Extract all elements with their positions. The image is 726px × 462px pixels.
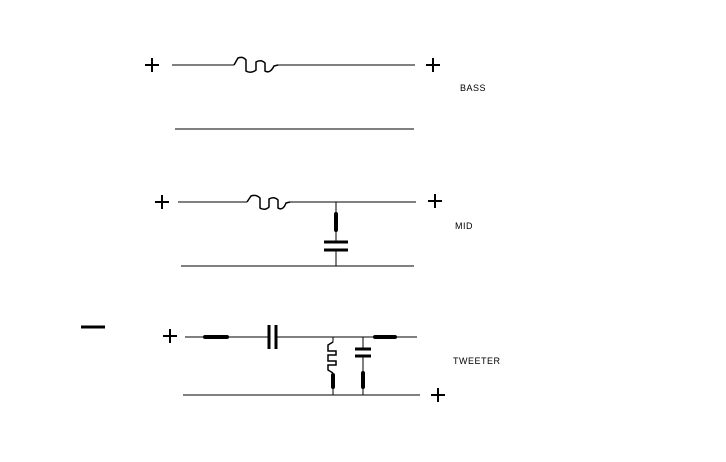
- mid-inductor: [246, 194, 291, 211]
- tweeter-series-capacitor: [267, 325, 278, 349]
- tweeter-shunt-inductor: [327, 341, 337, 374]
- tweeter-shunt-capacitor: [355, 347, 371, 358]
- tweeter-circuit: TWEETER: [81, 325, 501, 402]
- mid-output-plus-terminal: [428, 194, 442, 208]
- mid-label: MID: [455, 221, 473, 231]
- mid-circuit: MID: [155, 194, 473, 267]
- bass-inductor: [233, 56, 279, 74]
- bass-output-plus-terminal: [426, 58, 440, 72]
- bass-circuit: BASS: [145, 56, 486, 130]
- bass-input-plus-terminal: [145, 58, 159, 72]
- mid-shunt-capacitor: [324, 240, 348, 252]
- tweeter-input-plus-terminal: [163, 329, 177, 343]
- mid-input-plus-terminal: [155, 195, 169, 209]
- tweeter-output-plus-terminal: [431, 388, 445, 402]
- tweeter-label: TWEETER: [453, 356, 501, 366]
- bass-label: BASS: [460, 83, 486, 93]
